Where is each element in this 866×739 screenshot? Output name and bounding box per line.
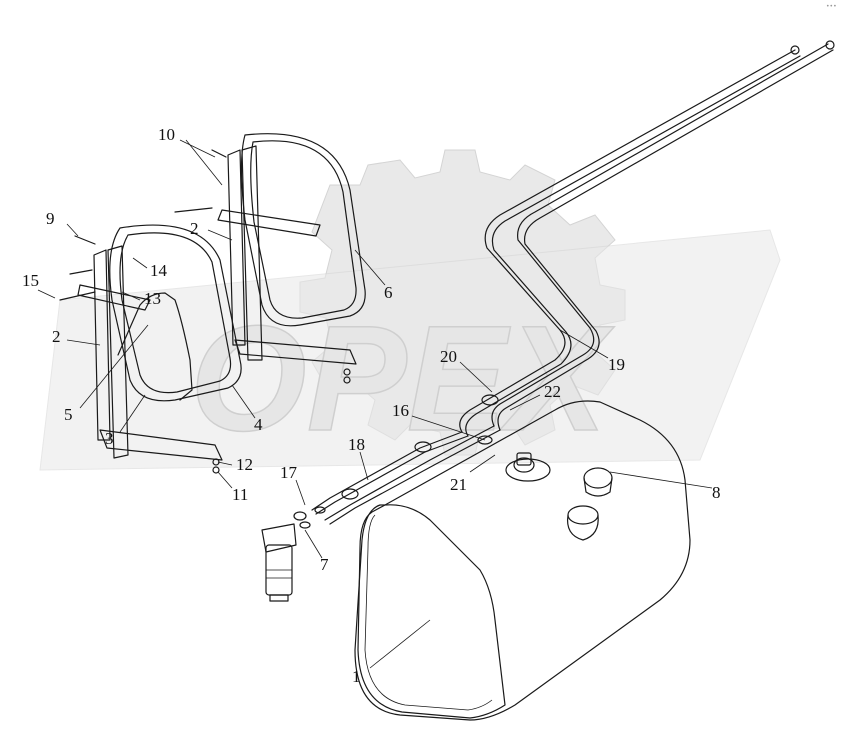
callout-22: 22	[544, 382, 561, 401]
callout-6: 6	[384, 283, 393, 302]
corner-mark: •••	[826, 3, 837, 10]
callout-18: 18	[348, 435, 365, 454]
fuel-tank	[354, 400, 691, 721]
callout-13: 13	[144, 289, 161, 308]
callout-11: 11	[232, 485, 248, 504]
callout-3: 3	[105, 429, 114, 448]
callout-1: 1	[352, 667, 361, 686]
watermark-bar	[39, 229, 781, 471]
fuel-lines	[311, 40, 835, 525]
callout-5: 5	[64, 405, 73, 424]
callout-8: 8	[712, 483, 721, 502]
callout-2b: 2	[190, 219, 199, 238]
callout-16: 16	[392, 401, 409, 420]
callout-2a: 2	[52, 327, 61, 346]
callout-17: 17	[280, 463, 298, 482]
callout-9: 9	[46, 209, 55, 228]
callout-21: 21	[450, 475, 467, 494]
callout-15: 15	[22, 271, 39, 290]
callout-12: 12	[236, 455, 253, 474]
callout-7: 7	[320, 555, 329, 574]
fuel-filter	[261, 506, 326, 602]
callout-4: 4	[254, 415, 263, 434]
callout-19: 19	[608, 355, 625, 374]
bracket-right	[174, 133, 366, 384]
callouts: 1 2 2 3 4 5 6 7 8 9 10 11 12 13 14 15 16…	[22, 125, 721, 686]
callout-10: 10	[158, 125, 175, 144]
callout-20: 20	[440, 347, 457, 366]
bracket-left	[59, 224, 242, 474]
leader-lines	[37, 139, 713, 669]
callout-14: 14	[150, 261, 168, 280]
watermark: OPEX	[39, 149, 781, 471]
